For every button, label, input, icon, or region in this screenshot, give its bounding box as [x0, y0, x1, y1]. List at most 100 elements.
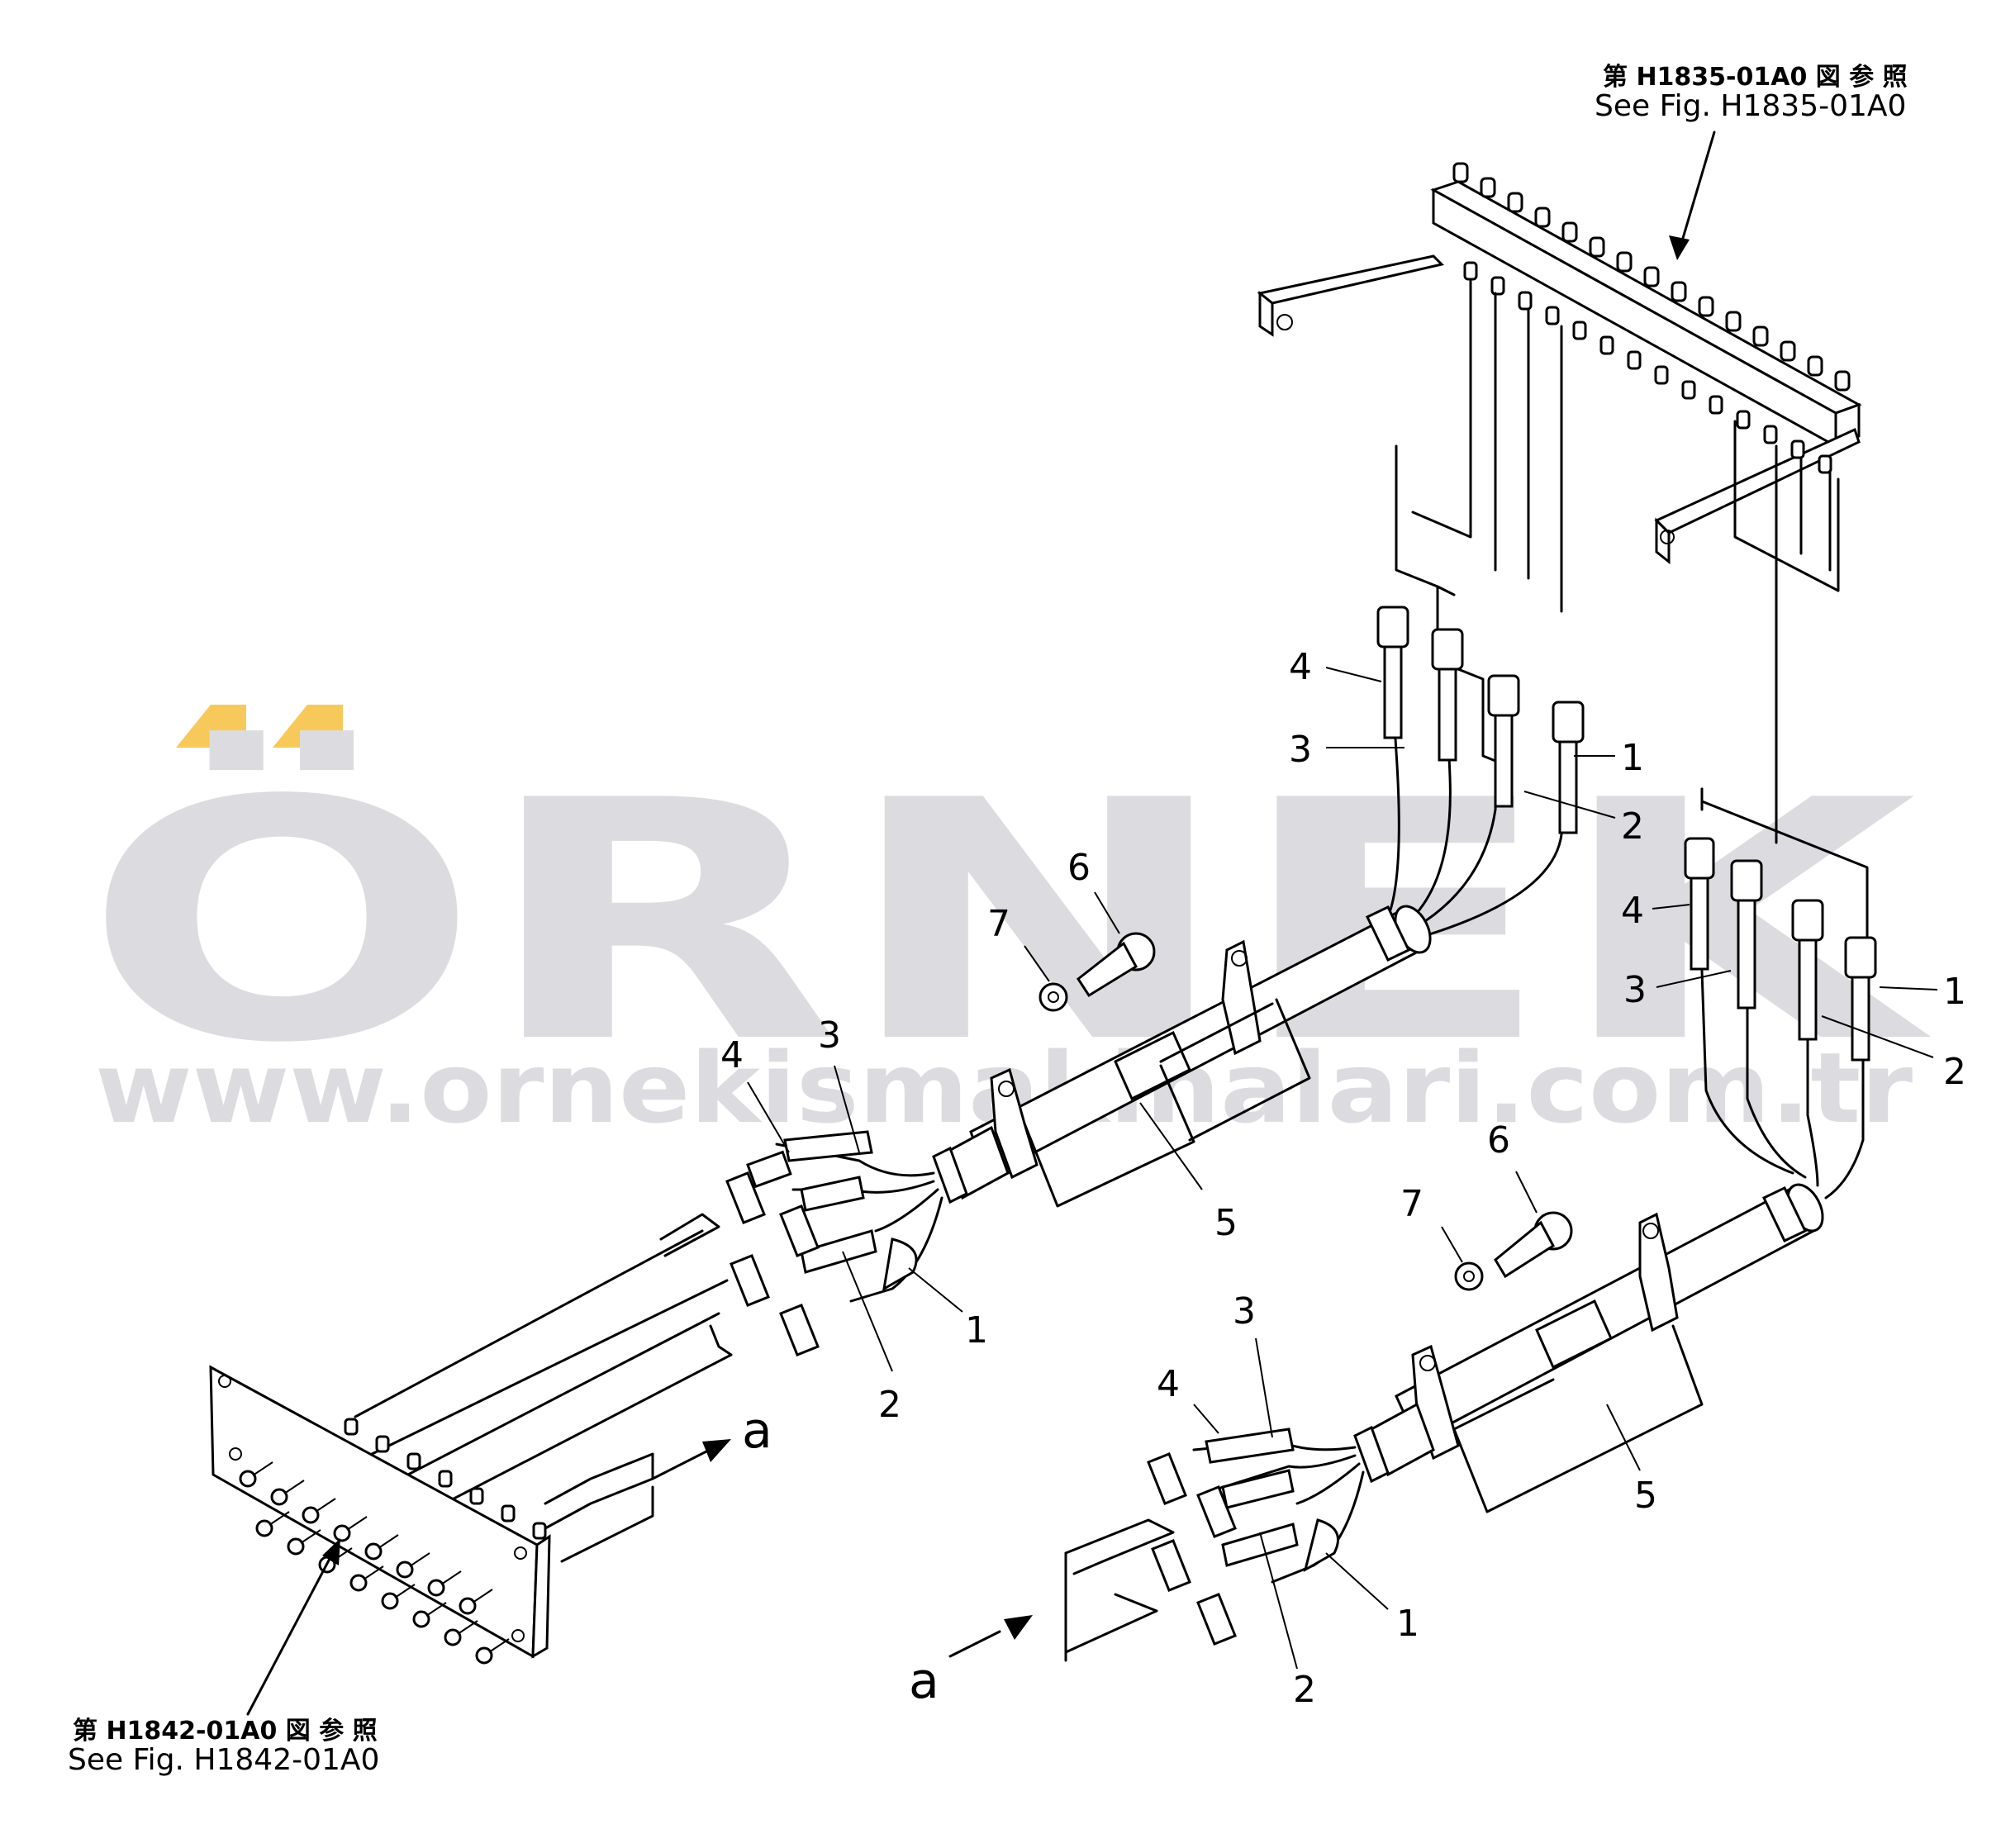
- left-washer-7: [1039, 982, 1068, 1012]
- upper-fitting-2: [1487, 674, 1520, 808]
- panel-top-fitting: [532, 1522, 547, 1540]
- panel-fitting: [475, 1638, 510, 1665]
- right-pipe-assembly: [1064, 1183, 1824, 1662]
- watermark-umlaut-right: [273, 705, 343, 748]
- panel-fitting: [412, 1602, 447, 1628]
- manifold-bottom-stub: [1763, 425, 1778, 444]
- right-fitting-2: [1791, 899, 1824, 1041]
- left-fitting-3: [779, 1204, 820, 1257]
- manifold-bottom-stub: [1545, 306, 1560, 325]
- callout-right-2: 2: [1943, 1051, 1966, 1093]
- callout-labels: 4 3 1 2 4 3 1 2 4 3 1 2 5 6 7 4 3 1 2 5 …: [720, 646, 1966, 1711]
- callout-lower-6: 6: [1487, 1119, 1510, 1162]
- callout-lower-1: 1: [1396, 1603, 1419, 1645]
- callout-lower-5: 5: [1634, 1475, 1657, 1517]
- manifold-bottom-stub: [1681, 380, 1696, 400]
- callout-upper-2: 2: [1621, 805, 1644, 848]
- callout-left-1: 1: [965, 1309, 988, 1352]
- reference-notes: 第 H1835-01A0 図 参 照 See Fig. H1835-01A0 第…: [68, 63, 1908, 1777]
- panel-fitting: [396, 1552, 430, 1579]
- panel-top-fitting: [375, 1435, 390, 1453]
- lower-fitting-4: [1147, 1452, 1187, 1505]
- manifold-bottom-stub: [1572, 321, 1587, 340]
- manifold-top-fitting: [1561, 221, 1578, 243]
- callout-left-2: 2: [878, 1384, 901, 1426]
- lower-fitting-1: [1196, 1593, 1237, 1646]
- manifold-top-fitting: [1780, 340, 1796, 362]
- right-tube-bundle: [1684, 787, 1877, 1200]
- callout-right-4: 4: [1621, 890, 1644, 932]
- manifold-bottom-stub: [1490, 276, 1505, 296]
- manifold-bottom-stub: [1736, 410, 1751, 430]
- callout-upper-4: 4: [1289, 646, 1312, 688]
- panel-top-fitting: [406, 1452, 421, 1470]
- panel-fitting: [364, 1534, 399, 1561]
- left-fitting-2: [730, 1254, 770, 1307]
- callout-lower-3: 3: [1233, 1290, 1256, 1333]
- manifold-top-fitting: [1534, 207, 1551, 228]
- ref-top-en: See Fig. H1835-01A0: [1595, 89, 1906, 123]
- left-fitting-4: [725, 1150, 792, 1224]
- panel-fitting: [381, 1584, 416, 1610]
- manifold-bottom-stub: [1818, 454, 1832, 474]
- manifold-bottom-stub: [1790, 439, 1805, 459]
- panel-fitting: [427, 1570, 462, 1597]
- manifold-top-fitting: [1480, 177, 1496, 198]
- left-bolt-6: [1076, 932, 1156, 998]
- panel-fitting: [302, 1498, 336, 1524]
- upper-fitting-4: [1376, 606, 1409, 739]
- manifold-top-fitting: [1643, 266, 1660, 287]
- panel-fitting: [349, 1565, 384, 1592]
- manifold-bottom-stub: [1518, 291, 1533, 311]
- right-bolt-6: [1494, 1211, 1573, 1279]
- panel-top-fitting: [344, 1418, 359, 1436]
- panel-fitting: [270, 1480, 305, 1506]
- callout-upper-3: 3: [1289, 729, 1312, 771]
- callout-right-1: 1: [1943, 971, 1966, 1013]
- right-fitting-1: [1844, 936, 1877, 1062]
- callout-right-3: 3: [1623, 969, 1647, 1011]
- manifold-bottom-stub: [1627, 350, 1642, 370]
- callout-upper-1: 1: [1621, 737, 1644, 779]
- panel-top-fitting: [438, 1470, 453, 1488]
- watermark-umlaut-left: [176, 705, 246, 748]
- lower-fitting-3: [1196, 1485, 1237, 1538]
- ref-bottom-en: See Fig. H1842-01A0: [68, 1743, 379, 1777]
- right-washer-7: [1454, 1261, 1484, 1291]
- panel-top-fitting: [469, 1487, 484, 1505]
- ref-arrow-bottom: [246, 1538, 340, 1716]
- manifold-top-fitting: [1507, 192, 1523, 213]
- manifold-top-fitting: [1698, 296, 1714, 317]
- ref-top-jp: 第 H1835-01A0 図 参 照: [1603, 63, 1908, 92]
- panel-fitting: [444, 1620, 478, 1646]
- panel-fitting: [333, 1516, 368, 1542]
- manifold-top-fitting: [1671, 281, 1687, 302]
- upper-valve-manifold: [1257, 162, 1862, 844]
- manifold-top-fitting: [1834, 370, 1851, 392]
- ref-arrow-top: [1669, 131, 1716, 260]
- lower-fitting-2: [1151, 1539, 1191, 1592]
- upper-fitting-1: [1552, 701, 1585, 834]
- ref-bottom-jp: 第 H1842-01A0 図 参 照: [73, 1717, 378, 1746]
- view-arrow-lower: [948, 1615, 1033, 1658]
- manifold-bottom-stub: [1599, 335, 1614, 355]
- upper-fitting-3: [1431, 628, 1464, 762]
- watermark: ÖRNEK www.ornekismakinalari.com.tr: [83, 705, 1934, 1145]
- callout-left-7: 7: [987, 903, 1010, 945]
- panel-fitting: [239, 1461, 273, 1488]
- right-fitting-4: [1684, 837, 1715, 971]
- manifold-top-fitting: [1807, 355, 1823, 377]
- watermark-brand: ÖRNEK: [83, 727, 1934, 1115]
- manifold-top-fitting: [1589, 236, 1605, 258]
- callout-left-4: 4: [720, 1034, 744, 1076]
- panel-top-fitting: [501, 1504, 516, 1523]
- panel-fitting: [287, 1529, 321, 1556]
- view-marker-upper: a: [742, 1402, 772, 1460]
- leader-lines: [747, 667, 1938, 1670]
- callout-lower-7: 7: [1400, 1183, 1424, 1225]
- callout-left-6: 6: [1067, 847, 1091, 889]
- panel-fitting: [255, 1511, 290, 1537]
- manifold-bottom-stub: [1709, 395, 1723, 415]
